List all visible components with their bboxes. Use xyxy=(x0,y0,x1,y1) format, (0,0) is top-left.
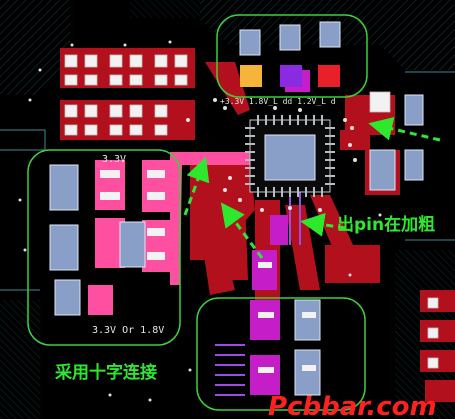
annotation-pin-thicken: 出pin在加粗 xyxy=(337,214,435,235)
highlight-top xyxy=(216,14,368,98)
watermark-text: Pcbbar.com xyxy=(268,392,437,419)
ladder-traces xyxy=(215,190,301,396)
copper-traces-magenta xyxy=(250,70,310,395)
highlight-left xyxy=(27,149,181,346)
voltage-label-top: 3.3V xyxy=(102,154,126,165)
silkscreen-labels: 3.3V 3.3V Or 1.8V +3.3V 1.8V_L dd 1.2V_L… xyxy=(92,97,336,336)
annotation-cross-connect: 采用十字连接 xyxy=(54,362,157,383)
net-labels: +3.3V 1.8V_L dd 1.2V_L d xyxy=(220,97,336,106)
voltage-label-bottom: 3.3V Or 1.8V xyxy=(92,325,164,336)
highlight-bottom xyxy=(196,297,366,411)
vias xyxy=(18,40,397,402)
highlight-regions xyxy=(27,14,368,411)
dashed-arrow-icon xyxy=(183,117,441,259)
component-pads xyxy=(49,21,439,396)
qfn-chip-icon xyxy=(245,115,335,197)
board-outline xyxy=(0,71,455,291)
